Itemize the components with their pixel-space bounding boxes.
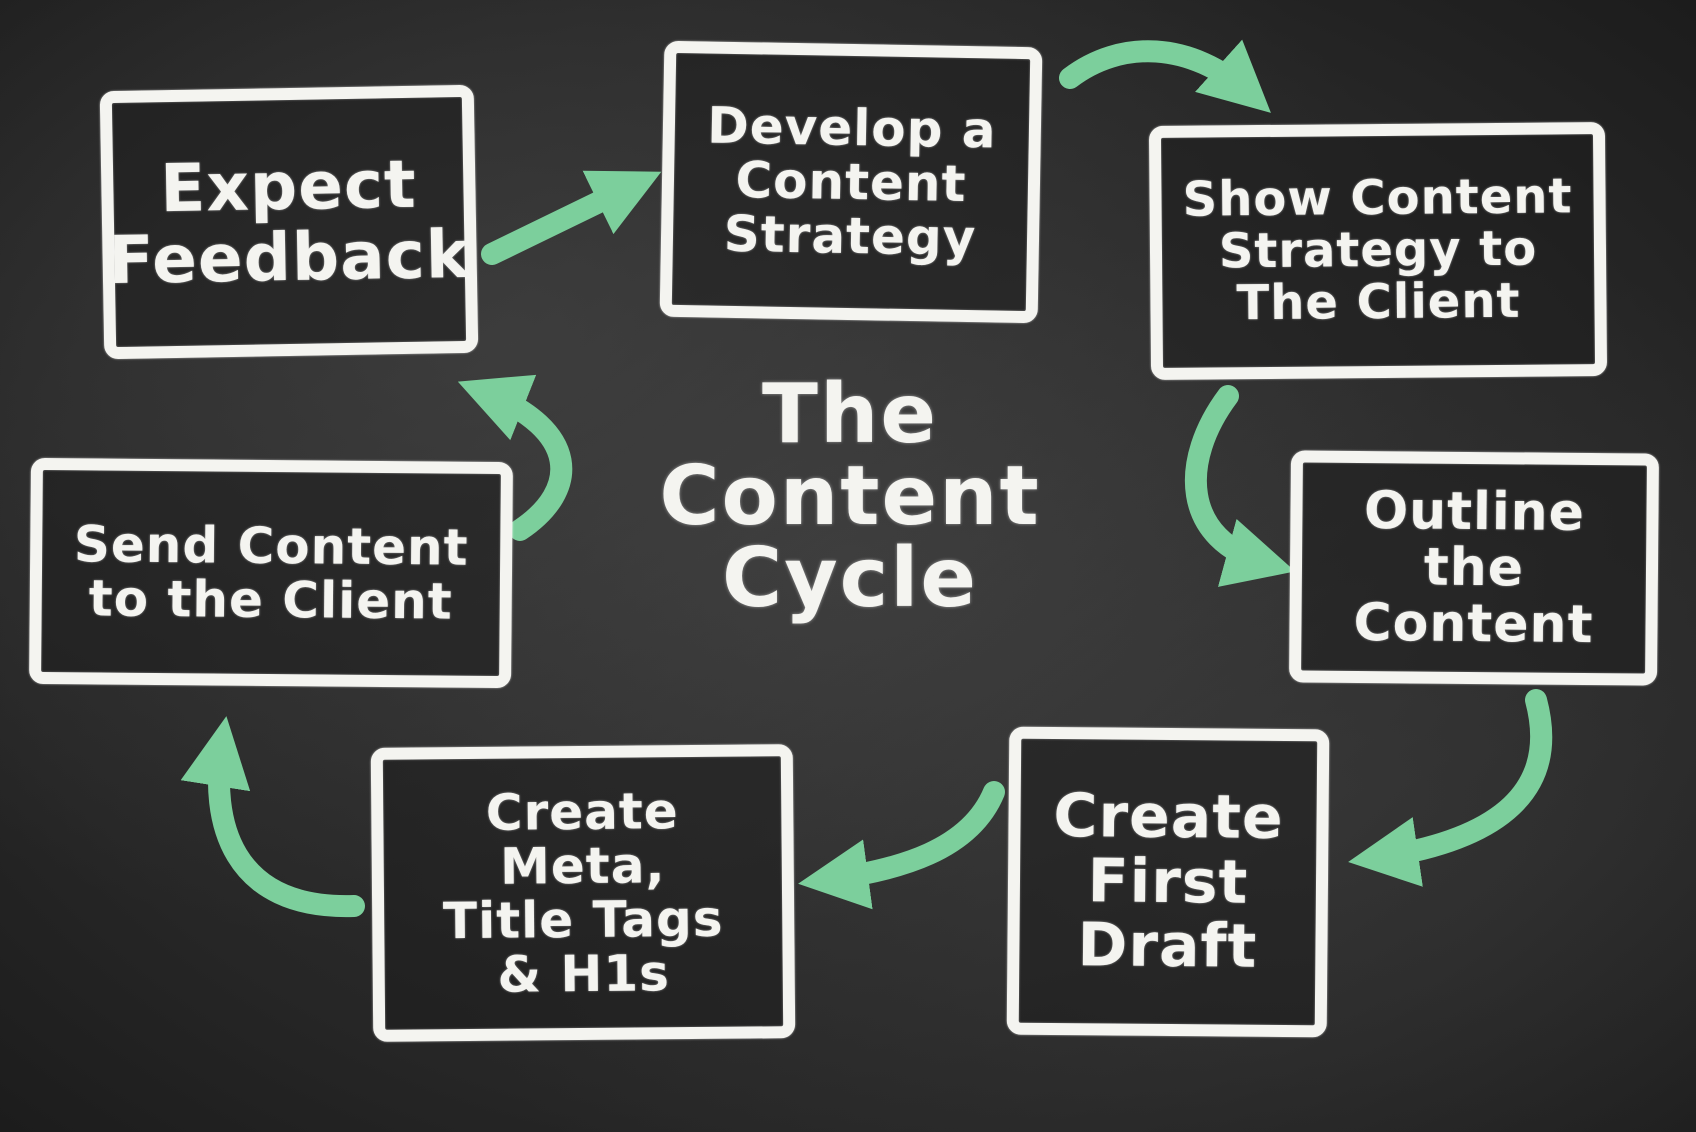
step-label: Expect Feedback	[107, 145, 472, 300]
step-label: Show Content Strategy to The Client	[1182, 168, 1573, 332]
diagram-title: The Content Cycle	[659, 367, 1041, 626]
step-show-strategy-to-client: Show Content Strategy to The Client	[1148, 122, 1608, 380]
arrow-show-to-outline	[1184, 385, 1296, 587]
step-label: Create Meta, Title Tags & H1s	[442, 782, 724, 1004]
step-create-first-draft: Create First Draft	[1006, 726, 1330, 1038]
step-create-meta-title-tags: Create Meta, Title Tags & H1s	[370, 744, 796, 1042]
arrow-meta-to-send	[180, 716, 365, 918]
step-label: Develop a Content Strategy	[706, 96, 998, 268]
step-label: Send Content to the Client	[73, 515, 469, 631]
step-expect-feedback: Expect Feedback	[99, 84, 479, 360]
arrow-draft-to-meta	[798, 781, 1005, 910]
step-outline-content: Outline the Content	[1288, 450, 1660, 686]
arrow-develop-to-show	[1059, 39, 1271, 113]
step-label: Create First Draft	[1053, 780, 1284, 983]
step-label: Outline the Content	[1353, 480, 1594, 656]
arrow-send-to-expect	[457, 374, 573, 541]
arrow-expect-to-develop	[481, 170, 662, 265]
arrow-outline-to-draft	[1348, 689, 1553, 887]
step-send-content-to-client: Send Content to the Client	[29, 457, 513, 689]
step-develop-content-strategy: Develop a Content Strategy	[659, 40, 1043, 324]
